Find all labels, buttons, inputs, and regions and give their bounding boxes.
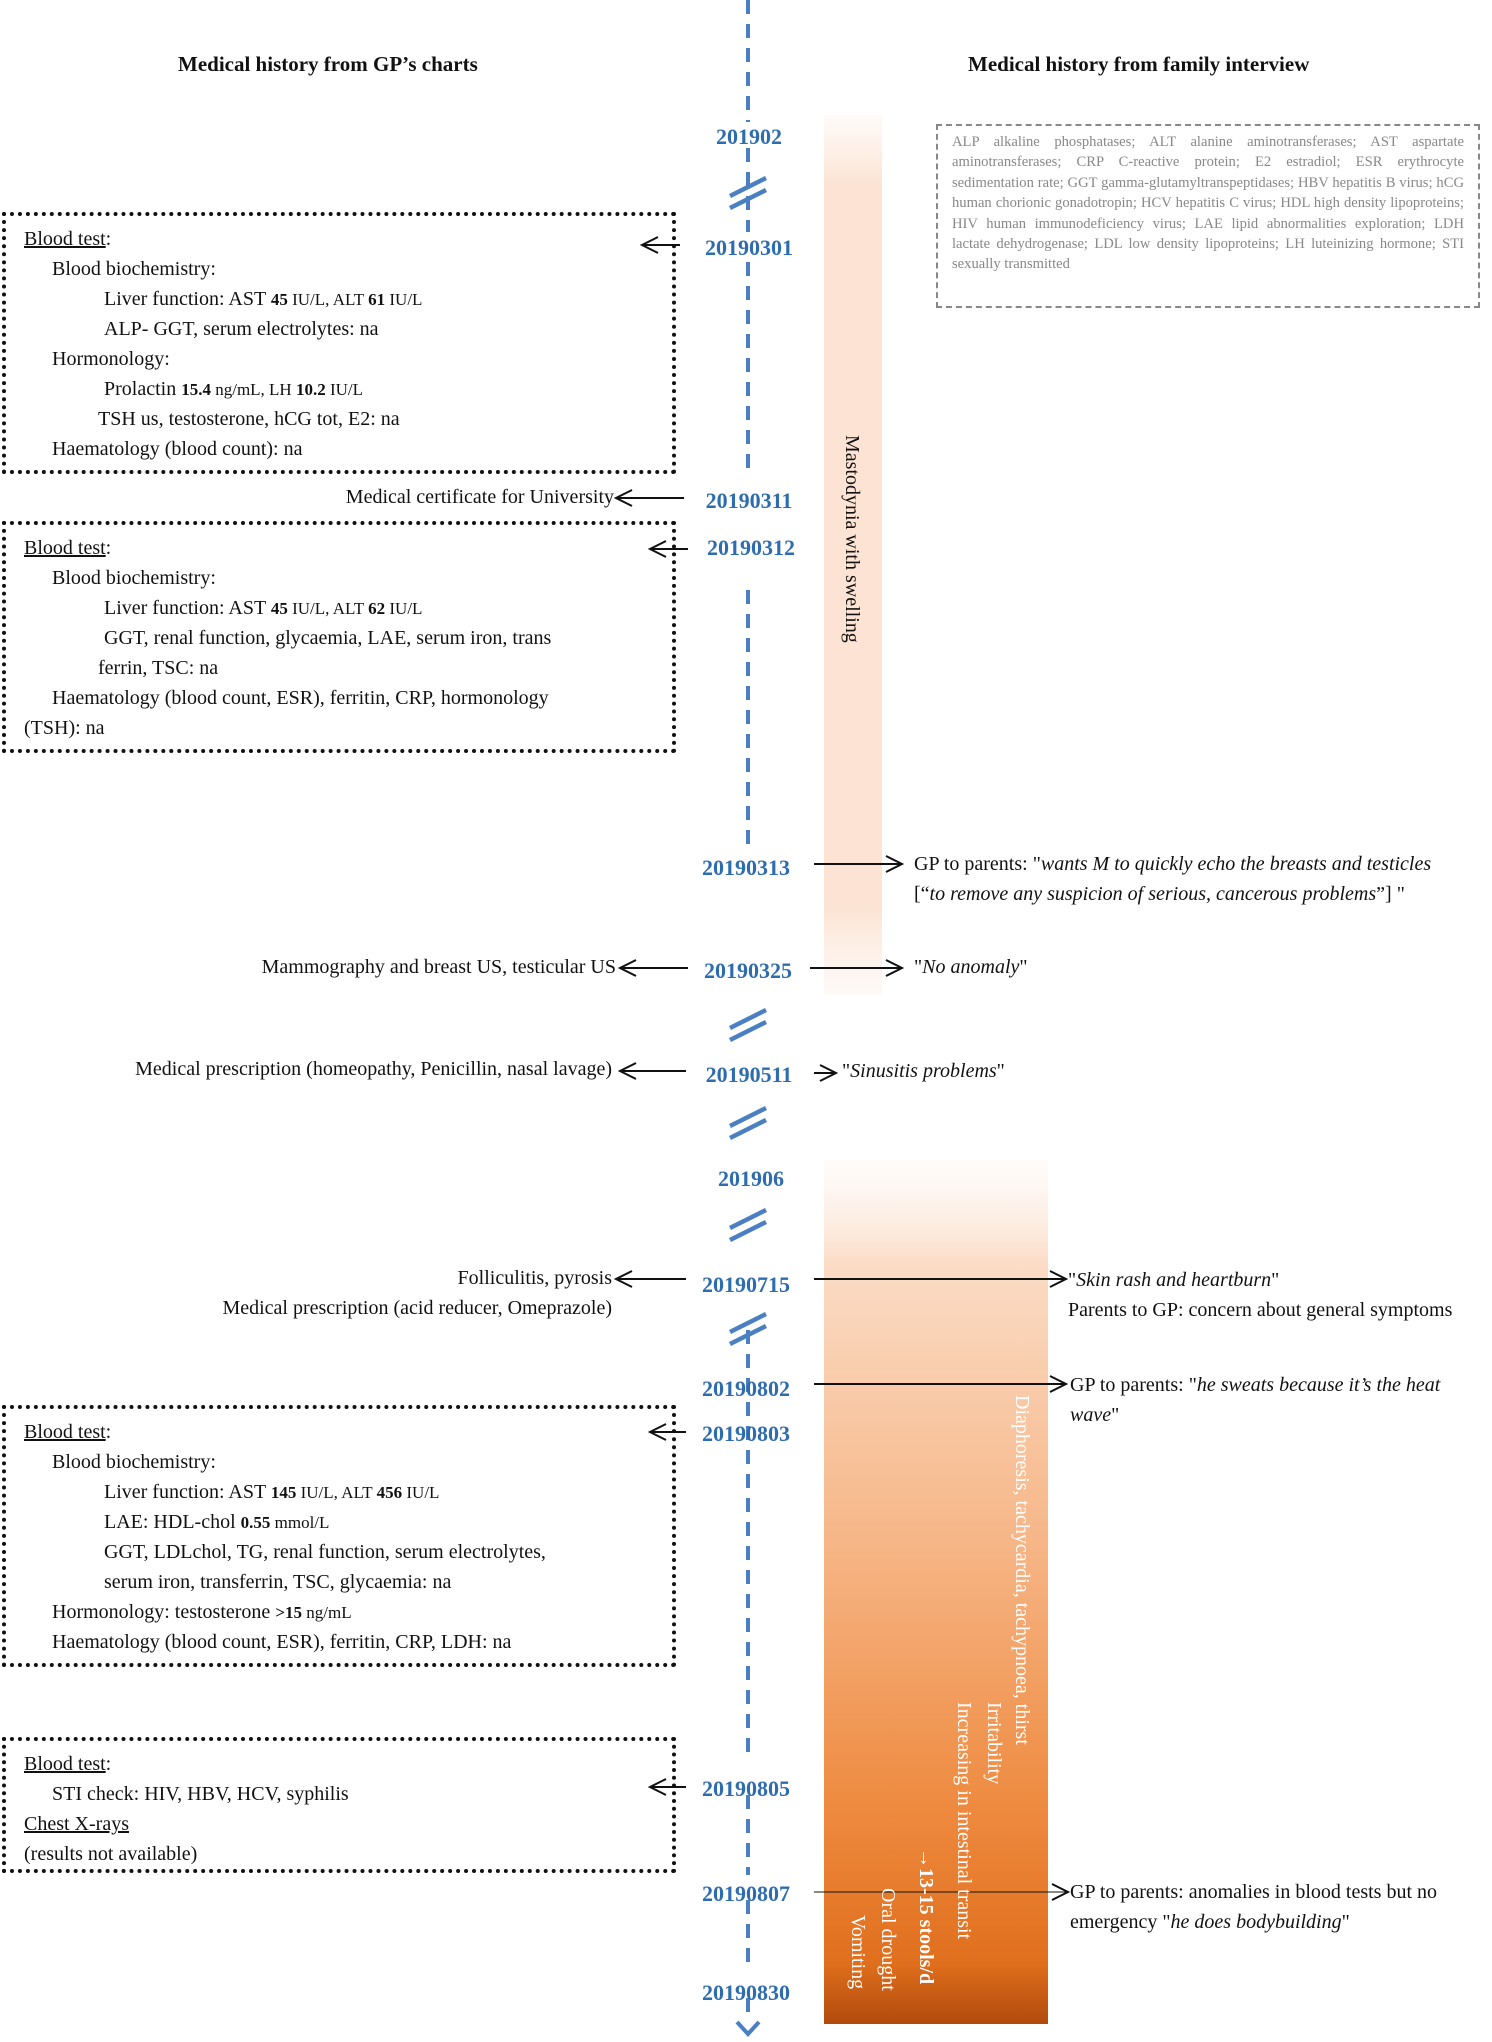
box1-prolactin: Prolactin 15.4 ng/mL, LH 10.2 IU/L <box>104 378 364 400</box>
blood-test-box-20190805: Blood test: STI check: HIV, HBV, HCV, sy… <box>2 1737 676 1873</box>
box2-liver: Liver function: AST 45 IU/L, ALT 62 IU/L <box>104 597 423 619</box>
date-20190511: 20190511 <box>705 1062 793 1087</box>
box4-colon: : <box>105 1753 112 1775</box>
date-20190807: 20190807 <box>702 1881 790 1906</box>
date-20190830: 20190830 <box>702 1980 790 2005</box>
arrow-20190807-head <box>1051 1883 1071 1901</box>
box1-liver: Liver function: AST 45 IU/L, ALT 61 IU/L <box>104 288 423 310</box>
medical-certificate: Medical certificate for University <box>345 486 614 508</box>
box2-haem-line2: (TSH): na <box>24 717 105 739</box>
family-note-20190325: "No anomaly" <box>914 956 1028 978</box>
box3-biochem: Blood biochemistry: <box>52 1451 216 1473</box>
box2-ggt-line2: ferrin, TSC: na <box>98 657 219 679</box>
date-201902: 201902 <box>716 124 782 149</box>
family-note-20190802: GP to parents: "he sweats because it’s t… <box>1070 1374 1441 1426</box>
symptom-vomiting: Vomiting <box>847 1915 869 1990</box>
blood-test-box-20190301: Blood test: Blood biochemistry: Liver fu… <box>2 212 676 474</box>
date-201906: 201906 <box>718 1166 784 1191</box>
prescription-20190511: Medical prescription (homeopathy, Penici… <box>135 1058 612 1080</box>
box4-results: (results not available) <box>24 1843 198 1865</box>
box1-title: Blood test <box>24 228 106 250</box>
date-20190325: 20190325 <box>704 958 792 983</box>
date-20190313: 20190313 <box>702 855 790 880</box>
box3-haem: Haematology (blood count, ESR), ferritin… <box>52 1631 512 1653</box>
box3-ggt-line2: serum iron, transferrin, TSC, glycaemia:… <box>104 1571 452 1593</box>
family-note-20190511: "Sinusitis problems" <box>842 1060 1005 1082</box>
mammography-event: Mammography and breast US, testicular US <box>261 956 616 978</box>
axis-end-arrow <box>735 2020 761 2037</box>
box3-ggt-line1: GGT, LDLchol, TG, renal function, serum … <box>104 1541 546 1563</box>
header-gp-charts: Medical history from GP’s charts <box>178 52 478 76</box>
symptom-stools: →13-15 stools/d <box>915 1848 937 1985</box>
box1-colon: : <box>105 228 112 250</box>
date-20190311: 20190311 <box>705 488 793 513</box>
family-note-20190807: GP to parents: anomalies in blood tests … <box>1070 1881 1438 1933</box>
box1-haem: Haematology (blood count): na <box>52 438 303 460</box>
box2-ggt-line1: GGT, renal function, glycaemia, LAE, ser… <box>104 627 552 649</box>
box3-title: Blood test <box>24 1421 106 1443</box>
box2-title: Blood test <box>24 537 106 559</box>
box2-haem-line1: Haematology (blood count, ESR), ferritin… <box>52 687 549 709</box>
symptom-irritability: Irritability <box>983 1702 1005 1785</box>
box1-alp: ALP- GGT, serum electrolytes: na <box>104 318 379 340</box>
box2-biochem: Blood biochemistry: <box>52 567 216 589</box>
box4-sti: STI check: HIV, HBV, HCV, syphilis <box>52 1783 349 1805</box>
box3-liver: Liver function: AST 145 IU/L, ALT 456 IU… <box>104 1481 440 1503</box>
axis-breaks <box>728 175 768 1347</box>
symptom-oral-drought: Oral drought <box>877 1888 899 1991</box>
box3-hormono: Hormonology: testosterone >15 ng/mL <box>52 1601 352 1623</box>
date-20190803: 20190803 <box>702 1421 790 1446</box>
blood-test-box-20190803: Blood test: Blood biochemistry: Liver fu… <box>2 1405 676 1667</box>
mastodynia-bar <box>824 115 882 995</box>
family-note-20190313: GP to parents: "wants M to quickly echo … <box>914 853 1432 905</box>
date-20190301: 20190301 <box>705 235 793 260</box>
date-20190715: 20190715 <box>702 1272 790 1297</box>
family-note-20190715: "Skin rash and heartburn" Parents to GP:… <box>1068 1269 1453 1321</box>
box2-colon: : <box>105 537 112 559</box>
symptom-mastodynia: Mastodynia with swelling <box>841 435 863 643</box>
box4-xray: Chest X-rays <box>24 1813 129 1835</box>
box3-lae: LAE: HDL-chol 0.55 mmol/L <box>104 1511 330 1533</box>
date-20190312: 20190312 <box>707 535 795 560</box>
folliculitis-event: Folliculitis, pyrosis <box>457 1267 612 1289</box>
abbreviations-box: ALP alkaline phosphatases; ALT alanine a… <box>936 124 1480 308</box>
box1-biochem: Blood biochemistry: <box>52 258 216 280</box>
symptoms-bar <box>824 1160 1048 2024</box>
box1-tsh: TSH us, testosterone, hCG tot, E2: na <box>98 408 400 430</box>
date-20190802: 20190802 <box>702 1376 790 1401</box>
box1-hormono: Hormonology: <box>52 348 170 370</box>
prescription-20190715: Medical prescription (acid reducer, Omep… <box>222 1297 612 1319</box>
blood-test-box-20190312: Blood test: Blood biochemistry: Liver fu… <box>2 521 676 753</box>
date-20190805: 20190805 <box>702 1776 790 1801</box>
symptom-intestinal-transit: Increasing in intestinal transit <box>953 1702 975 1940</box>
box3-colon: : <box>105 1421 112 1443</box>
symptom-diaphoresis: Diaphoresis, tachycardia, tachypnoea, th… <box>1011 1395 1033 1745</box>
box4-title: Blood test <box>24 1753 106 1775</box>
header-family-interview: Medical history from family interview <box>968 52 1310 76</box>
